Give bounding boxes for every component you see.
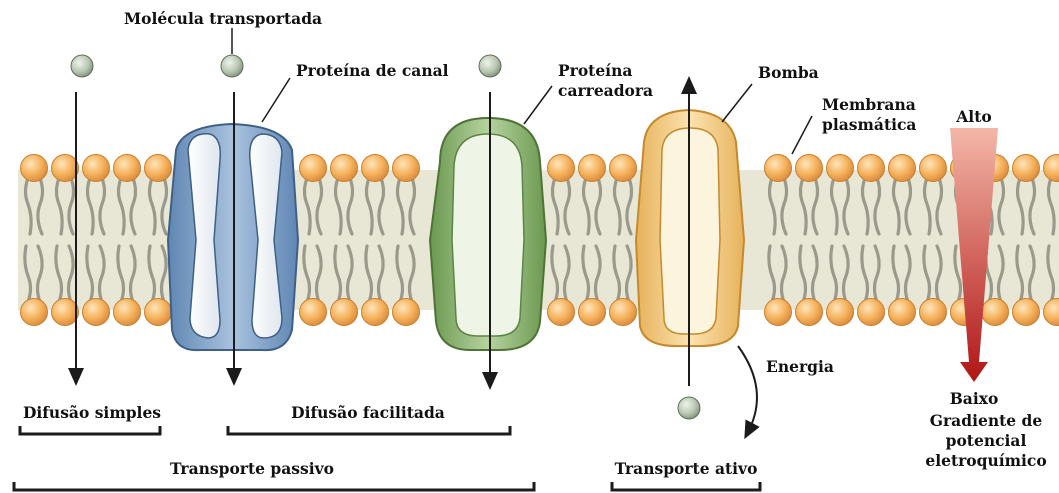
molecule-channel <box>221 55 243 77</box>
phospholipid-head <box>300 155 327 182</box>
carrier-protein <box>430 118 546 350</box>
carrier-protein-label-line1: Proteína <box>558 61 632 80</box>
phospholipid-head <box>52 155 79 182</box>
carrier-protein-label-line2: carreadora <box>558 81 653 100</box>
phospholipid-head <box>83 299 110 326</box>
phospholipid-head <box>982 299 1009 326</box>
energy-arrow <box>738 346 757 432</box>
phospholipid-head <box>393 155 420 182</box>
phospholipid-head <box>827 155 854 182</box>
high-label: Alto <box>955 107 991 126</box>
phospholipid-head <box>52 299 79 326</box>
phospholipid-head <box>362 155 389 182</box>
membrane-label-line2: plasmática <box>822 115 916 134</box>
phospholipid-head <box>548 155 575 182</box>
phospholipid-head <box>858 299 885 326</box>
phospholipid-head <box>21 299 48 326</box>
molecule-label: Molécula transportada <box>124 9 322 28</box>
phospholipid-head <box>331 155 358 182</box>
phospholipid-head <box>21 155 48 182</box>
channel-protein-label: Proteína de canal <box>296 61 449 80</box>
phospholipid-head <box>1013 155 1040 182</box>
phospholipid-head <box>610 155 637 182</box>
phospholipid-head <box>393 299 420 326</box>
phospholipid-head <box>579 299 606 326</box>
phospholipid-head <box>331 299 358 326</box>
phospholipid-head <box>889 299 916 326</box>
molecule-simple-diffusion <box>71 55 93 77</box>
active-transport-label: Transporte ativo <box>615 459 758 478</box>
low-label: Baixo <box>950 389 999 408</box>
phospholipid-head <box>610 299 637 326</box>
carrier-leader <box>524 86 552 124</box>
phospholipid-head <box>145 299 172 326</box>
phospholipid-head <box>362 299 389 326</box>
phospholipid-head <box>827 299 854 326</box>
phospholipid-head <box>858 155 885 182</box>
phospholipid-head <box>920 155 947 182</box>
gradient-label-line3: eletroquímico <box>925 451 1046 470</box>
molecule-pump <box>678 397 700 419</box>
phospholipid-head <box>300 299 327 326</box>
phospholipid-head <box>765 155 792 182</box>
phospholipid-head <box>114 299 141 326</box>
phospholipid-head <box>765 299 792 326</box>
phospholipid-head <box>145 155 172 182</box>
phospholipid-head <box>114 155 141 182</box>
channel-leader <box>262 78 290 122</box>
membrane-leader <box>792 116 812 154</box>
brackets <box>14 426 760 490</box>
simple-diffusion-label: Difusão simples <box>23 403 161 422</box>
molecule-carrier <box>479 55 501 77</box>
pump-label: Bomba <box>758 63 819 82</box>
gradient-label-line2: potencial <box>946 431 1027 450</box>
phospholipid-head <box>1013 299 1040 326</box>
phospholipid-head <box>579 155 606 182</box>
pump-leader <box>722 84 752 122</box>
phospholipid-head <box>796 299 823 326</box>
phospholipid-head <box>83 155 110 182</box>
phospholipid-head <box>920 299 947 326</box>
phospholipid-head <box>548 299 575 326</box>
gradient-label-line1: Gradiente de <box>930 411 1043 430</box>
phospholipid-head <box>889 155 916 182</box>
facilitated-diffusion-label: Difusão facilitada <box>291 403 445 422</box>
energy-label: Energia <box>766 357 834 376</box>
phospholipid-head <box>796 155 823 182</box>
membrane-label-line1: Membrana <box>822 95 916 114</box>
passive-transport-label: Transporte passivo <box>170 459 334 478</box>
